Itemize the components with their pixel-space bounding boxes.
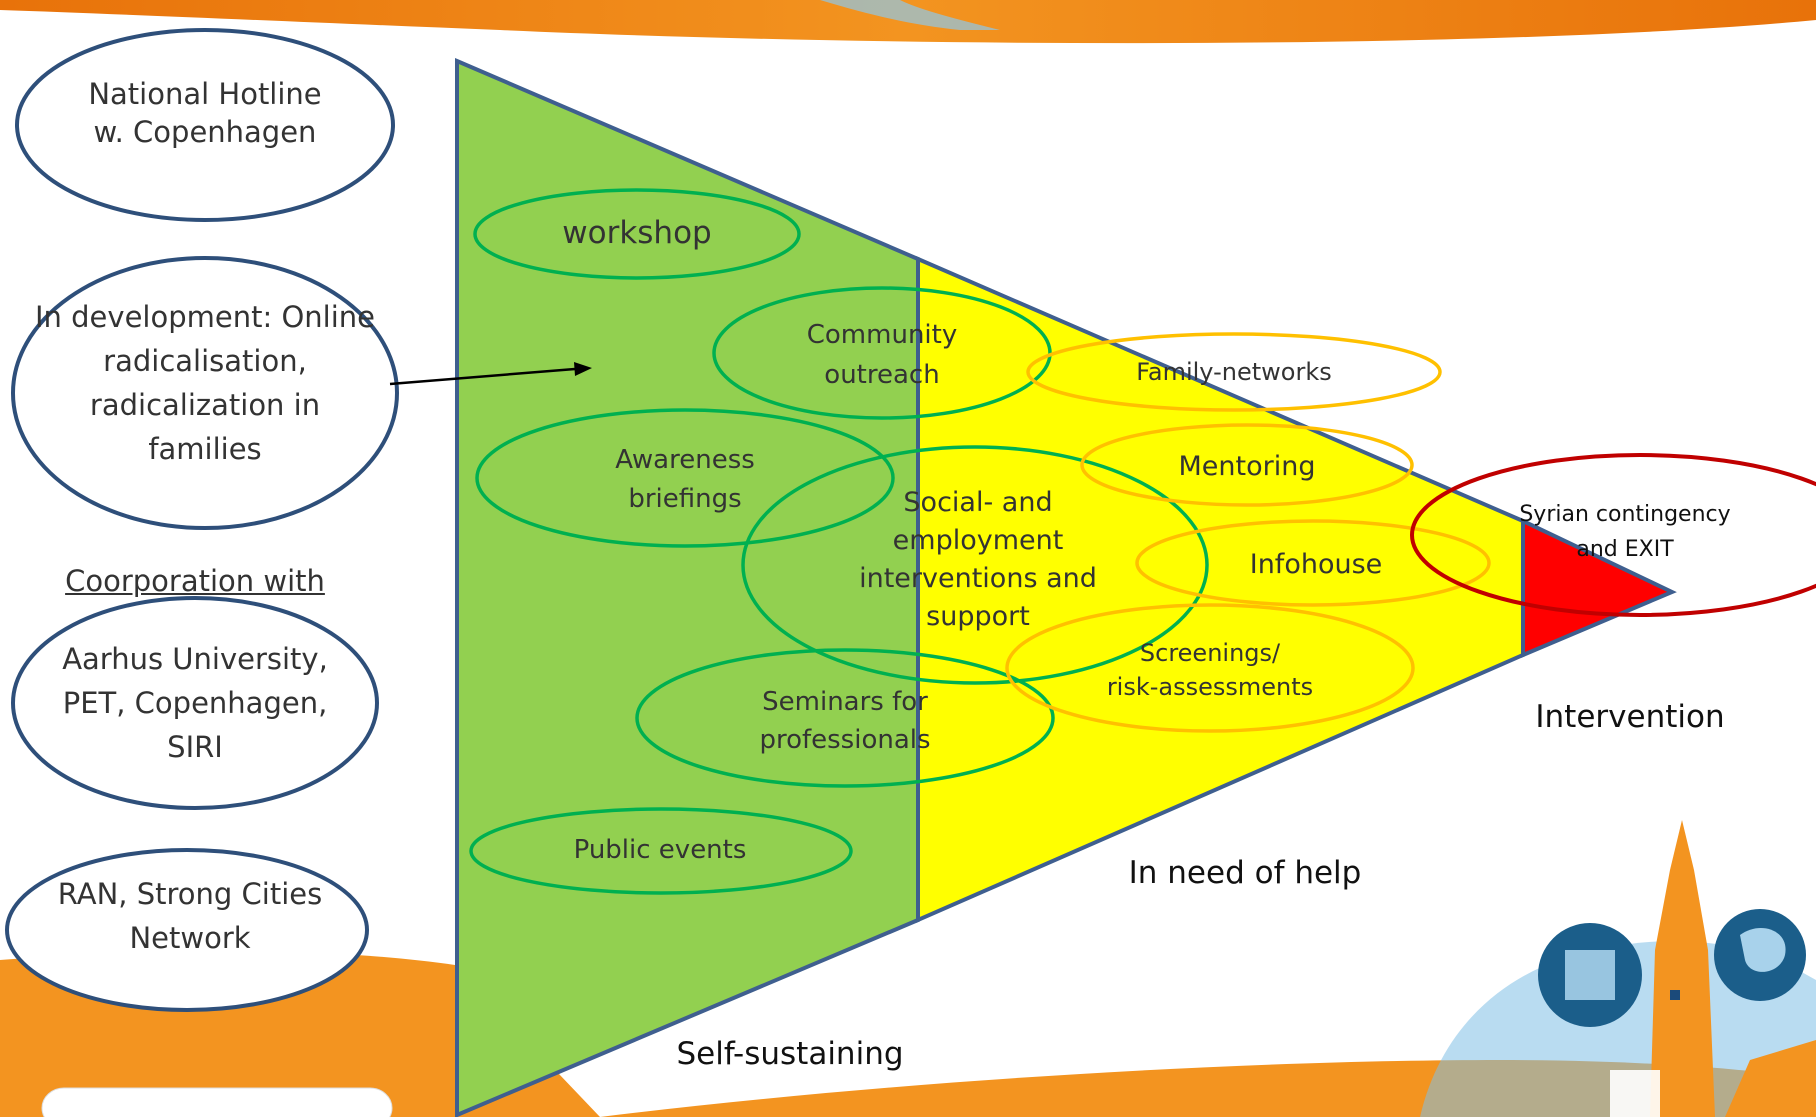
partners-1-ellipse — [11, 596, 379, 810]
zone-green — [455, 57, 920, 1117]
arrow-head — [574, 362, 592, 376]
zone-red — [1521, 517, 1677, 659]
workshop-ellipse — [473, 188, 801, 280]
awareness-briefings-ellipse — [475, 408, 895, 548]
arrow-line — [389, 367, 576, 386]
partners-2-ellipse — [5, 848, 369, 1012]
syrian-ellipse — [1410, 453, 1816, 617]
seminars-ellipse — [635, 648, 1055, 788]
social-employment-ellipse — [741, 445, 1209, 685]
family-networks-ellipse — [1026, 332, 1442, 412]
infohouse-ellipse — [1135, 519, 1491, 607]
public-events-ellipse — [469, 807, 853, 895]
in-development-ellipse — [11, 256, 399, 530]
top-banner-accent — [820, 0, 1000, 30]
hotline-ellipse — [15, 28, 395, 222]
zone-yellow — [916, 255, 1525, 924]
mentoring-ellipse — [1080, 423, 1414, 507]
city-emblem-illustration — [1420, 820, 1816, 1117]
logo-box — [41, 1087, 393, 1117]
screenings-ellipse — [1005, 603, 1415, 733]
